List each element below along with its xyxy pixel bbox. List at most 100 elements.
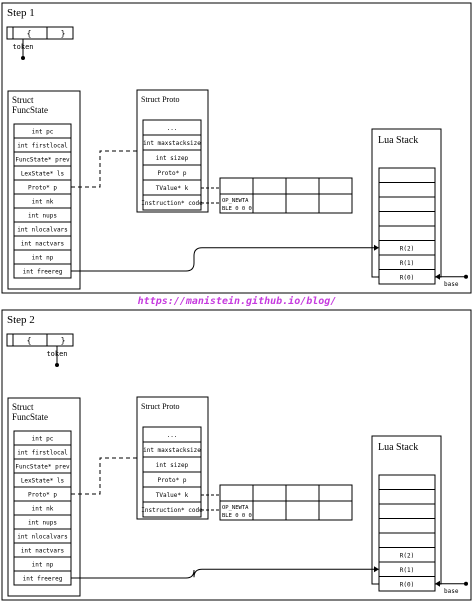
base-label: base <box>444 281 459 288</box>
funcstate-field-label: int nlocalvars <box>17 227 68 234</box>
lua-stack-slot <box>378 211 436 227</box>
funcstate-field-label: Proto* p <box>28 492 57 499</box>
proto-field-label: int maxstacksize <box>143 447 201 454</box>
base-pointer-dot <box>464 274 468 279</box>
freereg-pointer-link <box>71 247 376 272</box>
k-array-cell <box>219 177 254 196</box>
lua-stack-slot <box>378 532 436 548</box>
code-op-args: BLE 0 0 0 <box>222 206 252 212</box>
code-op-args: BLE 0 0 0 <box>222 513 252 519</box>
lua-stack-slot-label: R(2) <box>400 246 414 253</box>
proto-pointer-link <box>71 457 137 495</box>
lua-stack-slot <box>378 196 436 212</box>
k-array-cell <box>285 484 320 503</box>
code-array-cell <box>318 193 353 214</box>
lua-stack-slot <box>378 167 436 183</box>
proto-title: Struct Proto <box>141 95 179 104</box>
funcstate-field-label: LexState* ls <box>21 171 65 178</box>
lua-stack-slot <box>378 518 436 534</box>
token-left-brace: { <box>27 336 32 345</box>
watermark-url: https://manistein.github.io/blog/ <box>138 295 337 307</box>
proto-pointer-link <box>71 150 137 188</box>
funcstate-title-line1: Struct <box>12 402 34 412</box>
base-pointer-arrow <box>435 580 440 587</box>
funcstate-title-line2: FuncState <box>12 412 48 422</box>
freereg-pointer-arrow <box>374 244 379 251</box>
token-pointer-dot <box>21 56 25 60</box>
k-array-cell <box>252 484 287 503</box>
code-array-cell <box>285 193 320 214</box>
funcstate-field-label: LexState* ls <box>21 478 65 485</box>
funcstate-field-label: int nups <box>28 520 57 527</box>
token-box <box>6 333 74 347</box>
k-array-cell <box>252 177 287 196</box>
proto-field-label: int maxstacksize <box>143 140 201 147</box>
proto-field-label: int sizep <box>156 155 189 162</box>
funcstate-field-label: int pc <box>32 436 54 443</box>
token-left-brace: { <box>27 29 32 38</box>
k-array-cell <box>219 484 254 503</box>
base-pointer-dot <box>464 581 468 586</box>
code-op-name: OP_NEWTA <box>222 505 249 511</box>
funcstate-field-label: int nactvars <box>21 548 65 555</box>
k-array-cell <box>285 177 320 196</box>
base-label: base <box>444 588 459 595</box>
proto-field-label: int sizep <box>156 462 189 469</box>
token-box <box>6 26 74 40</box>
proto-field-label: ... <box>167 125 178 132</box>
code-array-cell <box>252 193 287 214</box>
lua-stack-slot-label: R(1) <box>400 260 414 267</box>
lua-stack-slot <box>378 474 436 490</box>
proto-field-label: Proto* p <box>158 477 187 484</box>
funcstate-field-label: FuncState* prev <box>15 464 70 471</box>
token-right-brace: } <box>61 336 66 345</box>
code-array-cell <box>318 500 353 521</box>
freereg-pointer-arrow <box>374 566 379 573</box>
code-array-cell <box>252 500 287 521</box>
funcstate-field-label: int nactvars <box>21 241 65 248</box>
funcstate-title-line2: FuncState <box>12 105 48 115</box>
step-title: Step 1 <box>7 7 35 19</box>
token-pointer-dot <box>55 363 59 367</box>
freereg-pointer-link <box>71 568 376 579</box>
proto-title: Struct Proto <box>141 402 179 411</box>
lua-stack-slot <box>378 489 436 505</box>
proto-field-label: TValue* k <box>156 185 189 192</box>
lua-stack-slot-label: R(1) <box>400 567 414 574</box>
token-label: token <box>12 43 33 51</box>
lua-stack-slot-label: R(2) <box>400 553 414 560</box>
base-pointer-arrow <box>435 273 440 280</box>
proto-field-label: ... <box>167 432 178 439</box>
funcstate-field-label: Proto* p <box>28 185 57 192</box>
lua-stack-slot <box>378 225 436 241</box>
funcstate-field-label: int firstlocal <box>17 143 68 150</box>
lua-stack-title: Lua Stack <box>378 442 418 453</box>
lua-stack-slot <box>378 503 436 519</box>
token-label: token <box>46 350 67 358</box>
lua-stack-title: Lua Stack <box>378 135 418 146</box>
funcstate-field-label: int nk <box>32 506 54 513</box>
funcstate-field-label: int pc <box>32 129 54 136</box>
step-title: Step 2 <box>7 314 35 326</box>
proto-field-label: TValue* k <box>156 492 189 499</box>
funcstate-field-label: int freereg <box>23 269 63 276</box>
proto-field-label: Instruction* code <box>141 200 203 207</box>
funcstate-field-label: int np <box>32 255 54 262</box>
funcstate-title-line1: Struct <box>12 95 34 105</box>
funcstate-field-label: FuncState* prev <box>15 157 70 164</box>
lua-stack-slot-label: R(0) <box>400 582 414 589</box>
funcstate-field-label: int nups <box>28 213 57 220</box>
code-op-name: OP_NEWTA <box>222 198 249 204</box>
lua-stack-slot-label: R(0) <box>400 275 414 282</box>
funcstate-field-label: int nlocalvars <box>17 534 68 541</box>
k-array-cell <box>318 177 353 196</box>
funcstate-field-label: int np <box>32 562 54 569</box>
proto-field-label: Proto* p <box>158 170 187 177</box>
funcstate-field-label: int freereg <box>23 576 63 583</box>
funcstate-field-label: int nk <box>32 199 54 206</box>
proto-field-label: Instruction* code <box>141 507 203 514</box>
funcstate-field-label: int firstlocal <box>17 450 68 457</box>
